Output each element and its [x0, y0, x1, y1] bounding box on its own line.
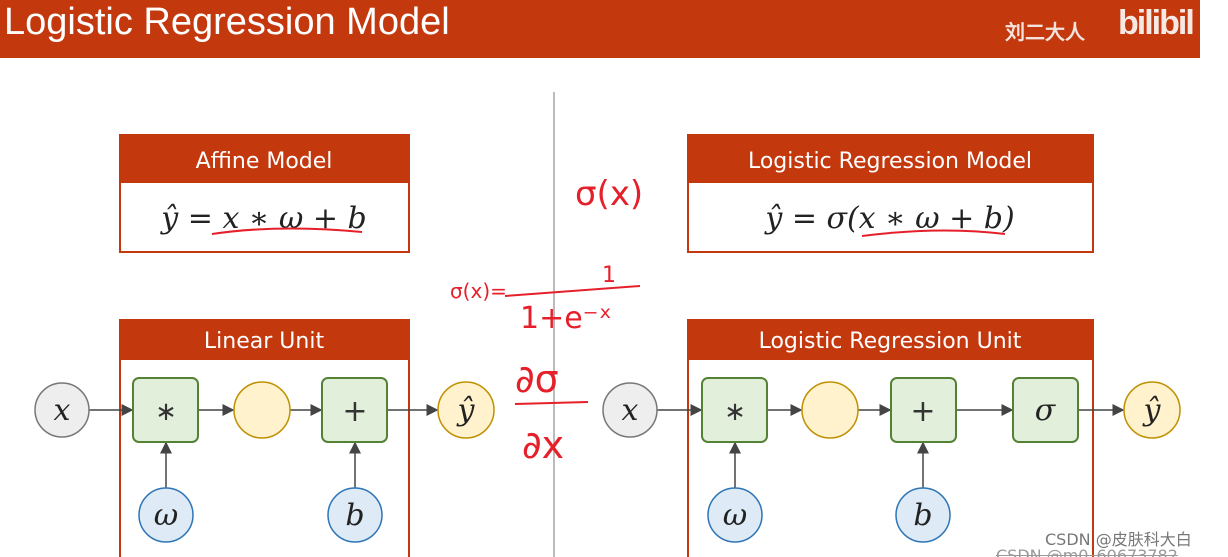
- annotation-sigmoid-den: 1+e⁻ˣ: [520, 301, 612, 336]
- logistic-formula: ŷ = σ(x ∗ ω + b): [763, 201, 1014, 236]
- svg-text:b: b: [345, 498, 364, 533]
- affine-model-title: Affine Model: [196, 149, 333, 174]
- svg-text:ω: ω: [723, 498, 747, 533]
- svg-text:ŷ: ŷ: [1142, 393, 1162, 428]
- svg-text:x: x: [54, 393, 71, 428]
- svg-text:ŷ: ŷ: [456, 393, 476, 428]
- annotation-deriv-num: ∂σ: [515, 357, 559, 401]
- left-weight-node: ω: [138, 487, 194, 543]
- watermark-secondary: CSDN @m0_60673782: [996, 546, 1178, 557]
- slide-title: Logistic Regression Model: [4, 1, 450, 43]
- linear-unit-title: Linear Unit: [204, 329, 325, 354]
- affine-model-box: Affine Model ŷ = x ∗ ω + b: [119, 134, 410, 253]
- author-label: 刘二大人: [1005, 20, 1085, 44]
- left-arrows: [89, 404, 439, 488]
- right-mul-node: ∗: [701, 377, 768, 443]
- handwritten-annotations: [211, 227, 1006, 405]
- svg-text:x: x: [622, 393, 639, 428]
- svg-text:ω: ω: [154, 498, 178, 533]
- right-bias-node: b: [895, 487, 951, 543]
- svg-text:∗: ∗: [155, 397, 177, 427]
- header-bar: Logistic Regression Model 刘二大人 bilibil: [0, 0, 1200, 58]
- right-sigmoid-node: σ: [1012, 377, 1079, 443]
- right-input-node: x: [602, 382, 658, 438]
- svg-text:+: +: [342, 394, 367, 429]
- annotation-sigma: σ(x): [575, 174, 643, 214]
- left-output-node: ŷ: [437, 381, 495, 439]
- left-intermediate-node: [233, 381, 291, 439]
- right-add-node: +: [890, 377, 957, 443]
- right-arrows: [657, 404, 1125, 488]
- right-weight-node: ω: [707, 487, 763, 543]
- left-mul-node: ∗: [132, 377, 199, 443]
- underline-right: [861, 229, 1006, 237]
- left-add-node: +: [321, 377, 388, 443]
- annotation-sigmoid-lhs: σ(x)=: [450, 279, 507, 303]
- left-input-node: x: [34, 382, 90, 438]
- logistic-model-title: Logistic Regression Model: [748, 149, 1032, 174]
- underline-left: [211, 227, 363, 235]
- svg-text:b: b: [913, 498, 932, 533]
- annotation-sigmoid-num: 1: [602, 263, 616, 288]
- watermark: CSDN @皮肤科大白: [1045, 530, 1192, 549]
- annotation-deriv-den: ∂x: [522, 423, 564, 467]
- logistic-model-box: Logistic Regression Model ŷ = σ(x ∗ ω + …: [687, 134, 1094, 253]
- svg-text:σ: σ: [1035, 393, 1057, 428]
- fraction-bar-sigmoid: [504, 285, 641, 297]
- svg-text:+: +: [910, 394, 935, 429]
- bilibili-logo: bilibil: [1118, 4, 1195, 42]
- fraction-bar-deriv: [514, 401, 589, 405]
- right-output-node: ŷ: [1123, 381, 1181, 439]
- right-intermediate-node: [801, 381, 859, 439]
- left-bias-node: b: [327, 487, 383, 543]
- svg-text:∗: ∗: [724, 397, 746, 427]
- logistic-unit-title: Logistic Regression Unit: [759, 329, 1022, 354]
